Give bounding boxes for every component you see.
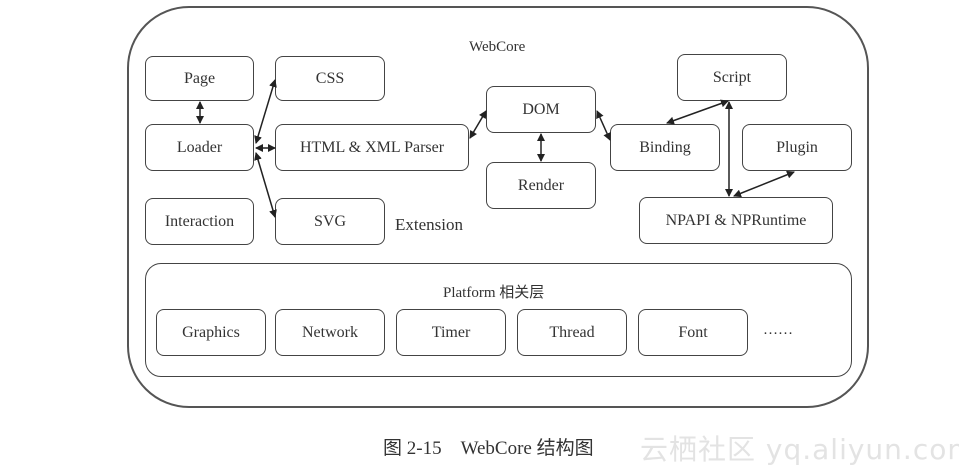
webcore-title: WebCore [469, 39, 526, 55]
platform-item-timer: Timer [396, 309, 506, 356]
platform-item-graphics: Graphics [156, 309, 266, 356]
node-interaction: Interaction [145, 198, 254, 245]
platform-item-network: Network [275, 309, 385, 356]
platform-item-font: Font [638, 309, 748, 356]
platform-layer [145, 263, 852, 377]
webcore-container [127, 6, 869, 408]
platform-item-thread: Thread [517, 309, 627, 356]
node-binding: Binding [610, 124, 720, 171]
node-css: CSS [275, 56, 385, 101]
node-plugin: Plugin [742, 124, 852, 171]
node-page: Page [145, 56, 254, 101]
extension-label: Extension [395, 215, 463, 234]
node-render: Render [486, 162, 596, 209]
figure-caption: 图 2-15 WebCore 结构图 [383, 438, 594, 459]
node-script: Script [677, 54, 787, 101]
node-npapi: NPAPI & NPRuntime [639, 197, 833, 244]
watermark: 云栖社区 yq.aliyun.com [640, 433, 959, 466]
node-html-parser: HTML & XML Parser [275, 124, 469, 171]
node-dom: DOM [486, 86, 596, 133]
platform-title: Platform 相关层 [443, 285, 545, 301]
node-loader: Loader [145, 124, 254, 171]
node-svg: SVG [275, 198, 385, 245]
platform-ellipsis: …… [763, 322, 793, 338]
